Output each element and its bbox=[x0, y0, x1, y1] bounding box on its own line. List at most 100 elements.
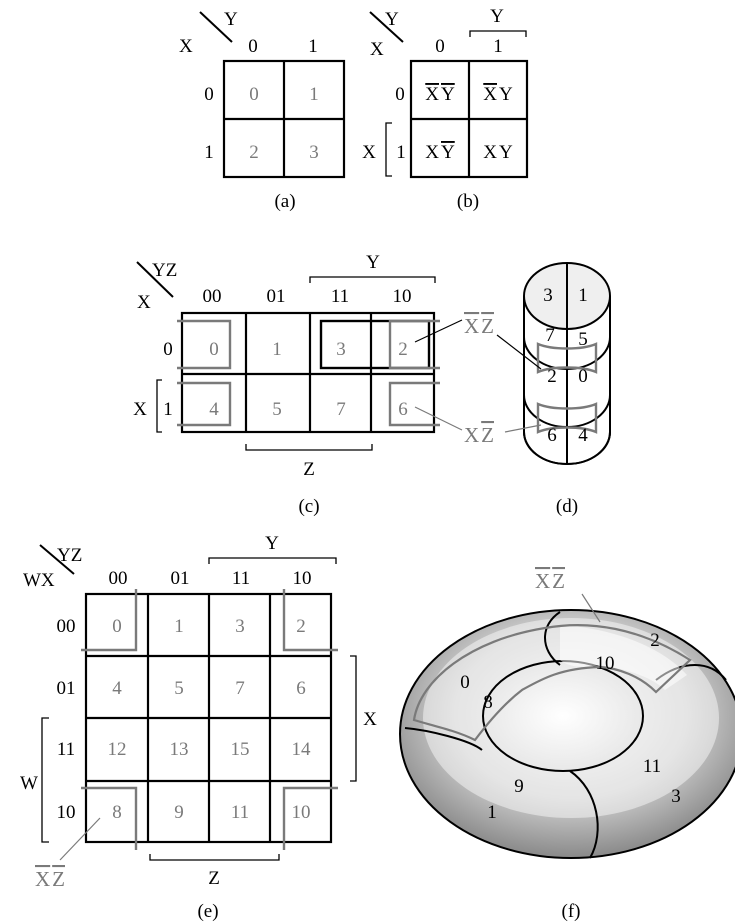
row-label: 1 bbox=[396, 142, 406, 163]
col-label: 10 bbox=[393, 286, 412, 307]
caption: (a) bbox=[274, 191, 295, 212]
cell-minterm: 1 bbox=[272, 339, 282, 360]
col-label: 11 bbox=[331, 286, 349, 307]
corner-diagonal bbox=[199, 11, 233, 43]
torus-minterm: 9 bbox=[514, 776, 524, 797]
cell-minterm: 6 bbox=[547, 425, 557, 446]
row-label: 0 bbox=[163, 339, 173, 360]
col-label: 00 bbox=[109, 568, 128, 589]
row-group-bracket-right bbox=[350, 655, 357, 782]
cell-minterm: 2 bbox=[249, 142, 259, 163]
col-label: 11 bbox=[232, 568, 250, 589]
cell-minterm: 7 bbox=[545, 325, 555, 346]
cell-minterm: 2 bbox=[296, 616, 306, 637]
cell-minterm: 6 bbox=[398, 399, 408, 420]
torus-hole bbox=[482, 660, 644, 772]
cell-minterm: 3 bbox=[235, 616, 245, 637]
map-a: Y X 0 1 0 1 0 1 2 3 (a) bbox=[179, 9, 346, 212]
caption: (b) bbox=[457, 191, 479, 212]
row-label: 1 bbox=[163, 399, 173, 420]
cell-minterm: 5 bbox=[272, 399, 282, 420]
col-group-bracket bbox=[309, 276, 436, 283]
bottom-group-bracket bbox=[245, 444, 373, 451]
cell-minterm: 0 bbox=[112, 616, 122, 637]
col-label: 1 bbox=[308, 36, 318, 57]
term-label: XZ bbox=[535, 569, 565, 593]
cell-minterm: 3 bbox=[309, 142, 319, 163]
cell-minterm: 1 bbox=[578, 285, 588, 306]
col-label: 10 bbox=[293, 568, 312, 589]
cell-minterm: 7 bbox=[235, 678, 245, 699]
row-label: 00 bbox=[57, 616, 76, 637]
row-group-var: X bbox=[133, 399, 147, 420]
cell-minterm: 6 bbox=[296, 678, 306, 699]
cell-minterm: 7 bbox=[336, 399, 346, 420]
torus-minterm: 8 bbox=[483, 692, 493, 713]
row-label: 01 bbox=[57, 678, 76, 699]
corner-diagonal bbox=[369, 11, 404, 43]
col-label: 1 bbox=[493, 36, 503, 57]
row-label: 11 bbox=[57, 739, 75, 760]
cell-minterm: 3 bbox=[543, 285, 553, 306]
torus-minterm: 0 bbox=[460, 672, 470, 693]
cell-minterm: 4 bbox=[112, 678, 122, 699]
col-label: 01 bbox=[171, 568, 190, 589]
term-pointer bbox=[496, 334, 542, 370]
torus-minterm: 10 bbox=[596, 653, 615, 674]
bottom-group-var: Z bbox=[208, 868, 220, 889]
row-group-bracket-left bbox=[41, 717, 49, 843]
col-group-var: Y bbox=[490, 6, 504, 27]
col-label: 01 bbox=[267, 286, 286, 307]
loop-xbar-zbar-right bbox=[388, 319, 440, 370]
row-group-var-right: X bbox=[363, 709, 377, 730]
caption: (e) bbox=[197, 901, 218, 922]
term-pointer bbox=[414, 406, 463, 431]
row-label: 0 bbox=[395, 84, 405, 105]
corner-row-var: X bbox=[137, 292, 151, 313]
term-pointer bbox=[581, 593, 601, 623]
corner-row-var: X bbox=[370, 39, 384, 60]
cell-minterm: 2 bbox=[547, 366, 557, 387]
term-label: XZ bbox=[464, 314, 494, 338]
corner-row-var: X bbox=[179, 36, 193, 57]
cell-minterm: 0 bbox=[209, 339, 219, 360]
col-group-var: Y bbox=[265, 533, 279, 554]
loop-corner-0 bbox=[81, 589, 138, 652]
caption: (c) bbox=[298, 496, 319, 517]
term-pointer bbox=[504, 424, 542, 433]
torus-seam bbox=[404, 727, 483, 751]
torus-minterm: 3 bbox=[671, 786, 681, 807]
cell-minterm: 11 bbox=[231, 802, 249, 823]
cell-minterm: 5 bbox=[174, 678, 184, 699]
torus-seam bbox=[544, 611, 561, 666]
corner-col-var: Y bbox=[224, 9, 238, 30]
loop-x-zbar-left bbox=[177, 381, 232, 427]
torus-minterm: 1 bbox=[487, 802, 497, 823]
col-label: 0 bbox=[435, 36, 445, 57]
cell-minterm: 14 bbox=[292, 739, 312, 760]
col-label: 00 bbox=[203, 286, 222, 307]
cell-minterm: 9 bbox=[174, 802, 184, 823]
row-label: 0 bbox=[204, 84, 214, 105]
corner-diagonal bbox=[39, 544, 75, 575]
col-group-bracket bbox=[469, 30, 527, 37]
term-pointer bbox=[59, 817, 101, 861]
cell-minterm: 2 bbox=[398, 339, 408, 360]
row-group-var-left: W bbox=[20, 773, 38, 794]
corner-row-var: WX bbox=[23, 570, 55, 591]
cell-minterm: 13 bbox=[170, 739, 189, 760]
bottom-group-var: Z bbox=[303, 459, 315, 480]
caption: (f) bbox=[562, 901, 581, 922]
col-group-bracket bbox=[208, 557, 337, 564]
cell-minterm: 0 bbox=[578, 366, 588, 387]
row-label: 1 bbox=[204, 142, 214, 163]
cell-minterm: 10 bbox=[292, 802, 311, 823]
loop-minterms-3-2 bbox=[319, 319, 431, 370]
cell-minterm: 4 bbox=[578, 425, 588, 446]
